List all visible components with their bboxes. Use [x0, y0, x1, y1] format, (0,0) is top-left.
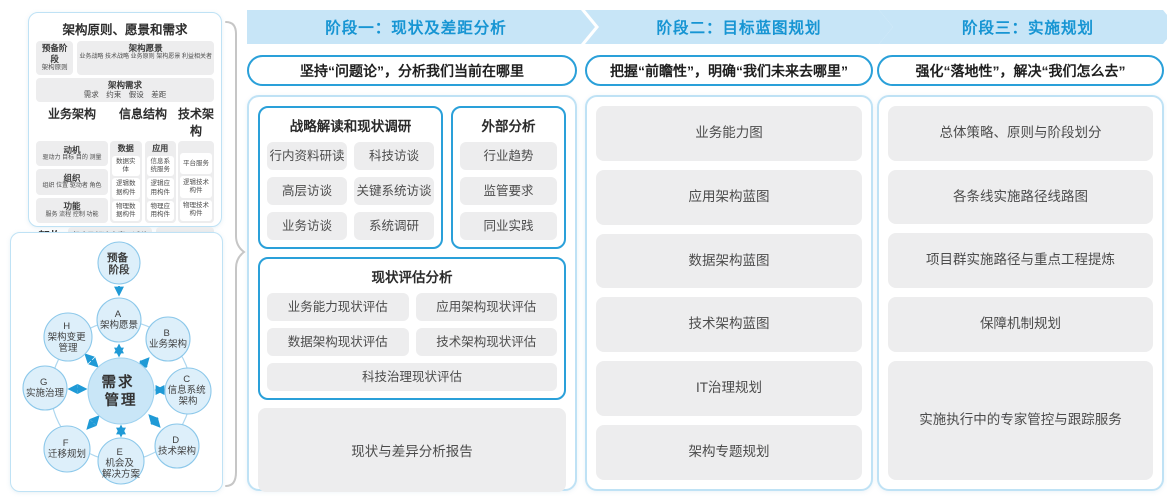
data-subcolumn: 数据 数据实体 逻辑数据构件 物理数据构件 [110, 141, 142, 224]
phase-2-column: 业务能力图 应用架构蓝图 数据架构蓝图 技术架构蓝图 IT治理规划 架构专题规划 [585, 95, 873, 491]
preliminary-phase-circle [97, 241, 141, 285]
organization-box: 组织 组织 位置 驱动者 角色 [36, 169, 108, 195]
list-item: 逻辑数据构件 [112, 178, 140, 199]
req-title: 架构需求 [107, 79, 142, 90]
phase-3-column: 总体策略、原则与阶段划分 各条线实施路径线路图 项目群实施路径与重点工程提炼 保… [877, 95, 1164, 491]
phase-a-circle [96, 297, 142, 343]
list-item: 应用架构蓝图 [596, 169, 862, 225]
list-item: 物理技术构件 [180, 199, 212, 222]
phase-b-label: B 业务架构 [149, 328, 187, 350]
list-item: 数据架构现状评估 [267, 328, 409, 356]
list-item: 系统调研 [353, 212, 434, 240]
list-item: 架构专题规划 [596, 425, 862, 480]
list-item: 物理数据构件 [112, 200, 140, 222]
tech-subcolumn: 平台服务 逻辑技术构件 物理技术构件 [178, 141, 214, 224]
phase-g-circle [22, 365, 68, 411]
requirements-management-circle [87, 357, 155, 425]
phase-h-label: H 架构变更 管理 [48, 321, 89, 354]
external-analysis-group: 外部分析 行业趋势 监管要求 同业实践 [450, 106, 566, 249]
list-item: IT治理规划 [596, 361, 862, 417]
list-item: 业务能力现状评估 [267, 293, 409, 321]
phase-e-label: E 机会及 解决方案 [102, 447, 141, 480]
phase-b-circle [145, 316, 191, 362]
architecture-requirements-box: 架构需求 需求 约束 假设 差距 [36, 77, 214, 103]
information-structure-column: 数据 数据实体 逻辑数据构件 物理数据构件 应用 信息系统服务 逻辑应用构件 物… [110, 141, 176, 224]
phase-d-circle [154, 423, 200, 469]
prep-title: 预备阶段 [41, 43, 68, 64]
phase-a-label: A 架构愿景 [100, 309, 138, 331]
phase-g-label: G 实施治理 [26, 377, 65, 399]
business-architecture-column: 动机 驱动力 目标 目的 测量 组织 组织 位置 驱动者 角色 功能 服务 流程… [36, 141, 108, 224]
gap-analysis-report-box: 现状与差异分析报告 [258, 408, 566, 492]
list-item: 业务能力图 [596, 106, 862, 161]
adm-diagram: 预备 阶段 A 架构愿景 B 业务架构 C 信息系统 架构 D 技术架构 E [22, 241, 212, 485]
architecture-vision-box: 架构愿景 业务战略 技术战略 业务原则 架构愿景 利益相关者 [77, 41, 214, 75]
framework-title: 架构原则、愿景和需求 [62, 23, 188, 37]
phase-3-band: 阶段三：实施规划 [879, 10, 1167, 44]
business-architecture-header: 业务架构 [47, 107, 96, 122]
curly-brace-icon [225, 21, 246, 487]
information-structure-header: 信息结构 [118, 107, 167, 122]
req-sub: 需求 约束 假设 差距 [83, 90, 167, 100]
phase-2-band: 阶段二：目标蓝图规划 [585, 10, 893, 44]
list-item: 各条线实施路径线路图 [888, 169, 1153, 225]
phase-2-subtitle: 把握“前瞻性”，明确“我们未来去哪里” [585, 55, 873, 86]
prep-sub: 架构原则 [41, 64, 68, 72]
list-item: 同业实践 [459, 212, 557, 240]
list-item: 数据实体 [112, 156, 140, 177]
list-item: 行业趋势 [459, 142, 557, 170]
phase-1-subtitle: 坚持“问题论”，分析我们当前在哪里 [247, 55, 577, 86]
list-item: 逻辑技术构件 [180, 176, 212, 198]
phase-f-label: F 迁移规划 [48, 438, 86, 460]
list-item: 高层访谈 [267, 177, 347, 205]
list-item: 总体策略、原则与阶段划分 [888, 106, 1153, 161]
list-item: 保障机制规划 [888, 297, 1153, 352]
list-item: 行内资料研读 [267, 142, 347, 170]
vision-title: 架构愿景 [128, 43, 163, 53]
list-item: 信息系统服务 [146, 156, 174, 177]
double-arrow-icon [84, 353, 99, 368]
list-item: 关键系统访谈 [353, 177, 434, 205]
phase-3-subtitle: 强化“落地性”，解决“我们怎么去” [877, 55, 1164, 86]
list-item: 科技治理现状评估 [267, 363, 557, 391]
prep-circle-label: 预备 阶段 [107, 251, 131, 276]
phase-1-band: 阶段一：现状及差距分析 [247, 10, 595, 44]
list-item: 技术架构蓝图 [596, 297, 862, 353]
motivation-box: 动机 驱动力 目标 目的 测量 [36, 141, 108, 167]
list-item: 实施执行中的专家管控与跟踪服务 [888, 360, 1153, 480]
requirements-management-label: 需求 管理 [101, 373, 140, 409]
list-item: 业务访谈 [267, 212, 347, 240]
double-arrow-icon [86, 415, 100, 430]
list-item: 平台服务 [180, 153, 212, 175]
phase-c-label: C 信息系统 架构 [168, 374, 209, 407]
strategy-research-group: 战略解读和现状调研 行内资料研读 科技访谈 高层访谈 关键系统访谈 业务访谈 系… [258, 106, 443, 249]
list-item: 监管要求 [459, 177, 557, 205]
phase-c-circle [164, 367, 212, 415]
phase-1-column: 战略解读和现状调研 行内资料研读 科技访谈 高层访谈 关键系统访谈 业务访谈 系… [247, 95, 577, 492]
preliminary-phase-box: 预备阶段 架构原则 [36, 41, 74, 75]
technical-architecture-header: 技术架构 [178, 107, 215, 139]
phase-f-circle [43, 425, 91, 473]
framework-panel: 架构原则、愿景和需求 预备阶段 架构原则 架构愿景 业务战略 技术战略 业务原则… [28, 12, 222, 264]
vision-sub: 业务战略 技术战略 业务原则 架构愿景 利益相关者 [79, 53, 212, 60]
phase-e-circle [97, 437, 145, 485]
list-item: 数据架构蓝图 [596, 233, 862, 289]
list-item: 科技访谈 [353, 142, 434, 170]
phase-h-circle [43, 312, 93, 362]
list-item: 逻辑应用构件 [146, 178, 174, 199]
double-arrow-icon [148, 414, 161, 428]
phase-d-label: D 技术架构 [158, 435, 196, 457]
technical-architecture-column: 平台服务 逻辑技术构件 物理技术构件 [178, 141, 214, 224]
application-subcolumn: 应用 信息系统服务 逻辑应用构件 物理应用构件 [144, 141, 176, 224]
list-item: 应用架构现状评估 [415, 293, 557, 321]
list-item: 物理应用构件 [146, 200, 174, 222]
current-state-assessment-group: 现状评估分析 业务能力现状评估 应用架构现状评估 数据架构现状评估 技术架构现状… [258, 257, 566, 400]
adm-cycle-panel: 预备 阶段 A 架构愿景 B 业务架构 C 信息系统 架构 D 技术架构 E [10, 232, 223, 492]
list-item: 项目群实施路径与重点工程提炼 [888, 233, 1153, 289]
list-item: 技术架构现状评估 [415, 328, 557, 356]
function-box: 功能 服务 流程 控制 功能 [36, 197, 108, 224]
